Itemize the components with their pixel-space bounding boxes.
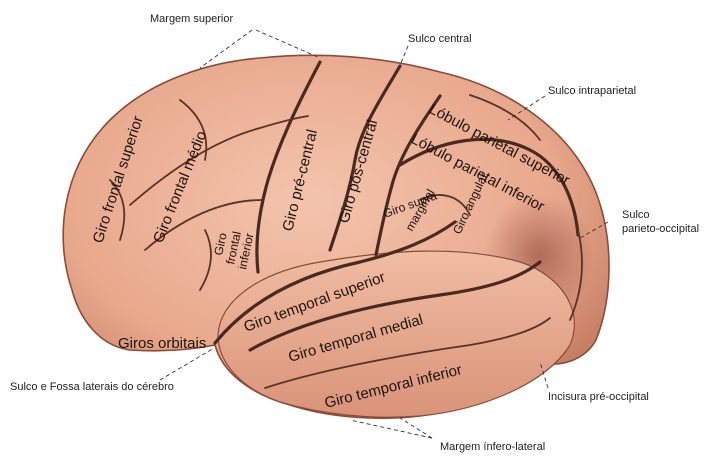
inferior-frontal-sulcus [144,199,263,251]
label-margem-superior: Margem superior [150,13,233,25]
intraparietal-sulcus [398,137,580,237]
gyrus-frontal-inferior-1: Giro [211,231,229,256]
leader-margem-superior-2 [255,29,321,59]
leader-margem-superior [199,29,253,69]
precentral-sulcus [255,60,322,274]
parieto-occipital-sulcus [569,229,583,321]
gyrus-frontal-inferior-2: frontal [223,230,244,266]
leader-parieto-occipital [579,221,609,239]
label-sulco-parieto-1: Sulco [622,209,650,221]
label-incisura: Incisura pré-occipital [548,391,649,403]
label-sulco-fossa: Sulco e Fossa laterais do cérebro [10,381,174,393]
frontal-texture-2 [109,179,126,241]
superior-frontal-sulcus [129,115,309,206]
lateral-sulcus [213,220,457,345]
label-margem-infero: Margem ínfero-lateral [440,441,545,453]
leader-sulco-central [397,45,409,71]
parietal-texture [469,94,541,141]
leader-margem-infero-1 [399,417,433,439]
label-sulco-central: Sulco central [408,33,472,45]
leader-sulco-fossa [159,347,215,381]
central-sulcus [328,64,402,252]
leader-margem-infero-2 [349,419,433,439]
postcentral-sulcus [374,94,442,257]
frontal-texture-3 [199,229,212,291]
label-sulco-intraparietal: Sulco intraparietal [548,85,636,97]
label-sulco-parieto-2: parieto-occipital [622,223,699,235]
superior-temporal-sulcus [248,260,542,352]
gyrus-orbitais: Giros orbitais [118,335,206,352]
supramarginal-texture [419,194,471,216]
leader-incisura [539,361,549,389]
frontal-texture-1 [179,99,208,161]
inferior-temporal-sulcus [264,317,551,389]
leader-sulco-intraparietal [507,95,546,121]
